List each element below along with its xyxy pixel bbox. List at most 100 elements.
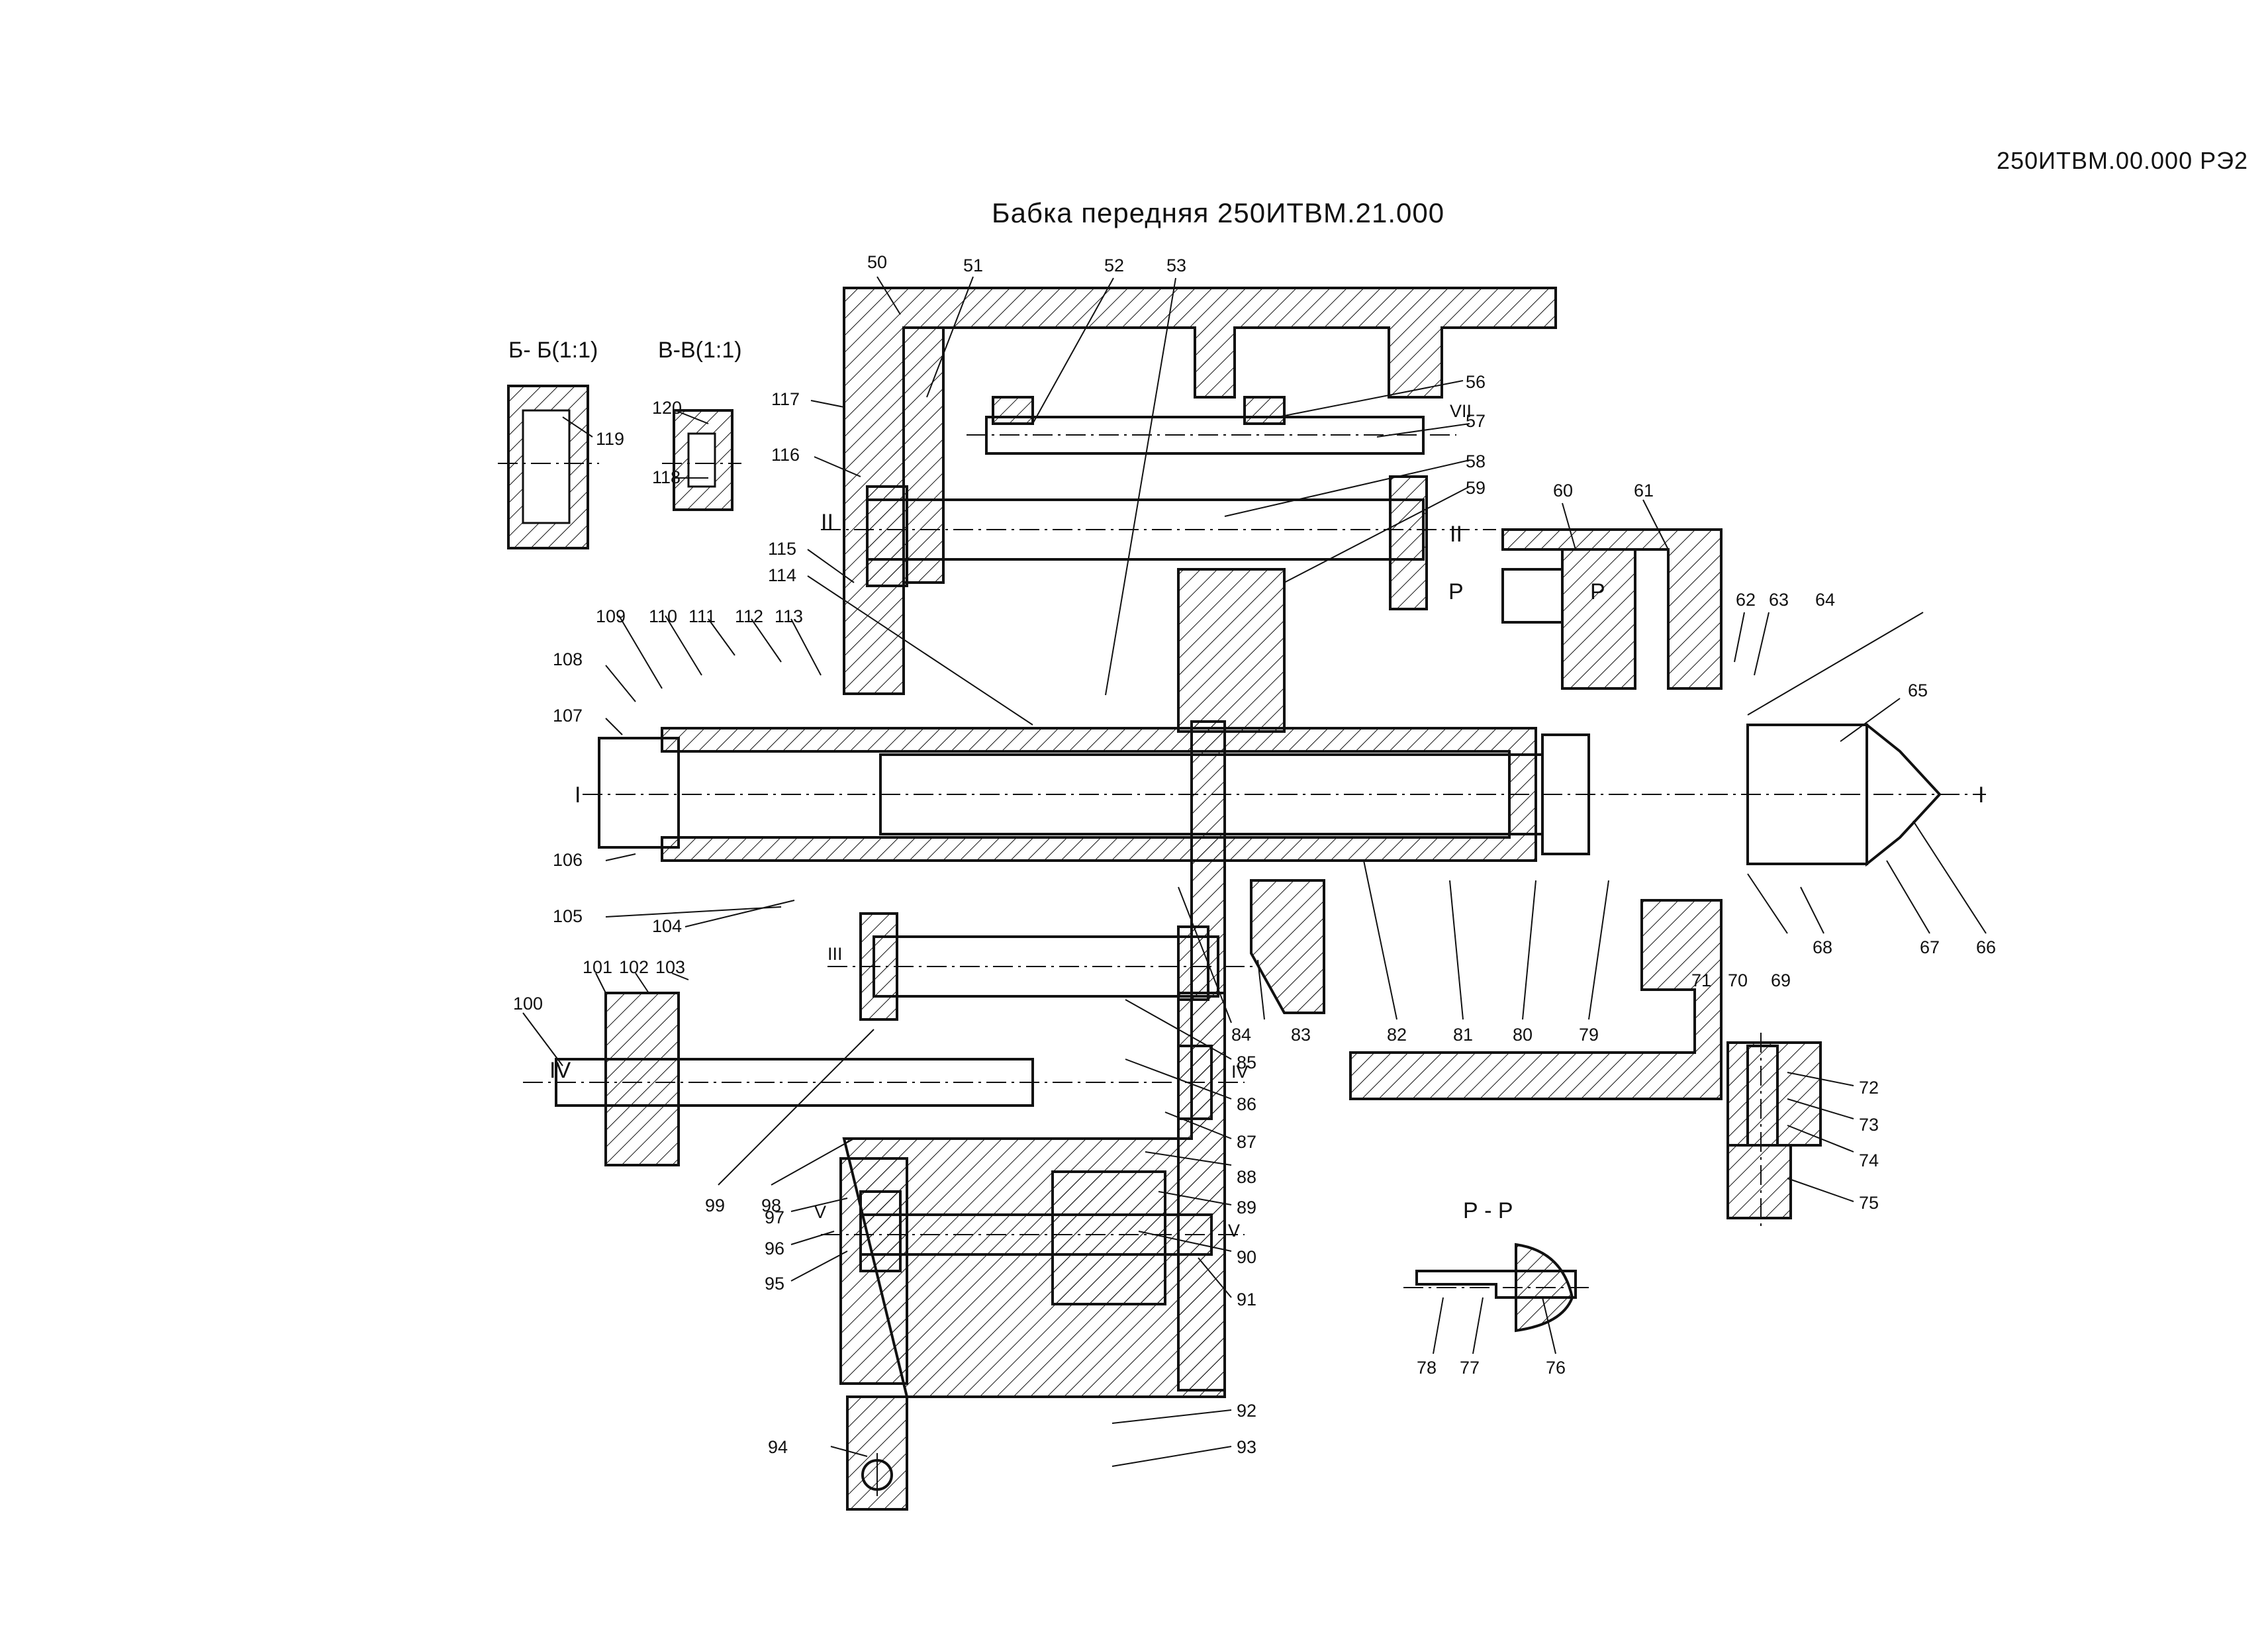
- callout-70: 70: [1728, 970, 1748, 990]
- callout-73: 73: [1859, 1115, 1879, 1135]
- part-callouts: 50 51 52 53 56 57 58 59 60 61 62 63 64 6…: [513, 252, 1996, 1457]
- callout-113: 113: [775, 606, 803, 626]
- axis-VII: VII: [1450, 401, 1472, 421]
- leader-lines: [522, 276, 1987, 1467]
- callout-88: 88: [1237, 1167, 1256, 1187]
- callout-105: 105: [553, 906, 583, 926]
- callout-79: 79: [1579, 1025, 1599, 1045]
- callout-50: 50: [867, 252, 887, 272]
- callout-69: 69: [1771, 970, 1791, 990]
- shaft-IV: [523, 992, 1245, 1166]
- callout-81: 81: [1453, 1025, 1473, 1045]
- callout-75: 75: [1859, 1193, 1879, 1213]
- label-bb: Б- Б(1:1): [508, 338, 598, 363]
- callout-108: 108: [553, 649, 583, 669]
- callout-120: 120: [652, 398, 682, 418]
- axis-V-right: V: [1228, 1221, 1240, 1241]
- spindle-I: [583, 722, 1986, 867]
- callout-66: 66: [1976, 937, 1996, 957]
- callout-76: 76: [1546, 1358, 1566, 1378]
- view-labels: Б- Б(1:1) В-В(1:1) Р - Р I I II II III I…: [508, 338, 1984, 1241]
- arm-assembly: [1501, 528, 1723, 690]
- callout-68: 68: [1813, 937, 1832, 957]
- callout-82: 82: [1387, 1025, 1407, 1045]
- callout-62: 62: [1736, 590, 1756, 610]
- drawing-title: Бабка передняя 250ИТВМ.21.000: [992, 197, 1445, 228]
- callout-90: 90: [1237, 1247, 1256, 1267]
- callout-103: 103: [655, 957, 685, 977]
- callout-77: 77: [1460, 1358, 1480, 1378]
- callout-80: 80: [1513, 1025, 1533, 1045]
- callout-104: 104: [652, 916, 682, 936]
- callout-63: 63: [1769, 590, 1789, 610]
- section-view-vv: [662, 409, 741, 511]
- axis-V-left: V: [814, 1202, 826, 1222]
- callout-95: 95: [765, 1274, 784, 1294]
- callout-83: 83: [1291, 1025, 1311, 1045]
- callout-93: 93: [1237, 1437, 1256, 1457]
- callout-101: 101: [583, 957, 612, 977]
- axis-I-left: I: [575, 782, 581, 808]
- shaft-II: [821, 475, 1496, 610]
- callout-107: 107: [553, 706, 583, 726]
- callout-111: 111: [688, 606, 716, 626]
- callout-98: 98: [761, 1196, 781, 1215]
- callout-118: 118: [652, 467, 681, 487]
- axis-II-left: II: [821, 510, 833, 535]
- callout-119: 119: [596, 429, 624, 449]
- callout-117: 117: [771, 389, 800, 409]
- section-mark-P-right: P: [1590, 579, 1605, 604]
- shaft-VII: [967, 396, 1456, 455]
- callout-53: 53: [1166, 256, 1186, 275]
- headstock-housing: [839, 287, 1723, 1511]
- document-code: 250ИТВМ.00.000 РЭ2: [1997, 147, 2248, 174]
- callout-56: 56: [1466, 372, 1486, 392]
- callout-64: 64: [1815, 590, 1835, 610]
- clamp-assembly: [1726, 1033, 1822, 1231]
- shaft-V: [821, 1170, 1245, 1305]
- pivot-94: [861, 1453, 893, 1496]
- axis-II-right: II: [1450, 522, 1462, 547]
- callout-92: 92: [1237, 1401, 1256, 1421]
- callout-99: 99: [705, 1196, 725, 1215]
- axis-IV-right: IV: [1231, 1062, 1249, 1082]
- callout-112: 112: [735, 606, 763, 626]
- section-view-bb: [498, 385, 599, 549]
- callout-59: 59: [1466, 478, 1486, 498]
- callout-94: 94: [768, 1437, 788, 1457]
- axis-I-right: I: [1978, 782, 1984, 808]
- callout-84: 84: [1231, 1025, 1251, 1045]
- section-view-pp: [1403, 1243, 1589, 1333]
- axis-III: III: [827, 944, 843, 964]
- shaft-III: [827, 912, 1258, 1021]
- callout-61: 61: [1634, 481, 1654, 500]
- callout-96: 96: [765, 1239, 784, 1258]
- callout-100: 100: [513, 994, 543, 1014]
- callout-114: 114: [768, 565, 796, 585]
- section-mark-P-left: P: [1448, 579, 1464, 604]
- callout-72: 72: [1859, 1078, 1879, 1098]
- callout-91: 91: [1237, 1290, 1256, 1309]
- callout-110: 110: [649, 606, 677, 626]
- callout-109: 109: [596, 606, 626, 626]
- callout-106: 106: [553, 850, 583, 870]
- callout-52: 52: [1104, 256, 1124, 275]
- callout-116: 116: [771, 445, 800, 465]
- callout-85: 85: [1237, 1053, 1256, 1072]
- callout-51: 51: [963, 256, 983, 275]
- callout-58: 58: [1466, 451, 1486, 471]
- callout-86: 86: [1237, 1094, 1256, 1114]
- callout-78: 78: [1417, 1358, 1437, 1378]
- callout-89: 89: [1237, 1198, 1256, 1217]
- label-pp: Р - Р: [1463, 1198, 1513, 1223]
- callout-102: 102: [619, 957, 649, 977]
- label-vv: В-В(1:1): [658, 338, 742, 363]
- callout-65: 65: [1908, 681, 1928, 700]
- callout-57: 57: [1466, 411, 1486, 431]
- callout-71: 71: [1691, 970, 1711, 990]
- callout-97: 97: [765, 1207, 784, 1227]
- callout-67: 67: [1920, 937, 1940, 957]
- callout-87: 87: [1237, 1132, 1256, 1152]
- callout-60: 60: [1553, 481, 1573, 500]
